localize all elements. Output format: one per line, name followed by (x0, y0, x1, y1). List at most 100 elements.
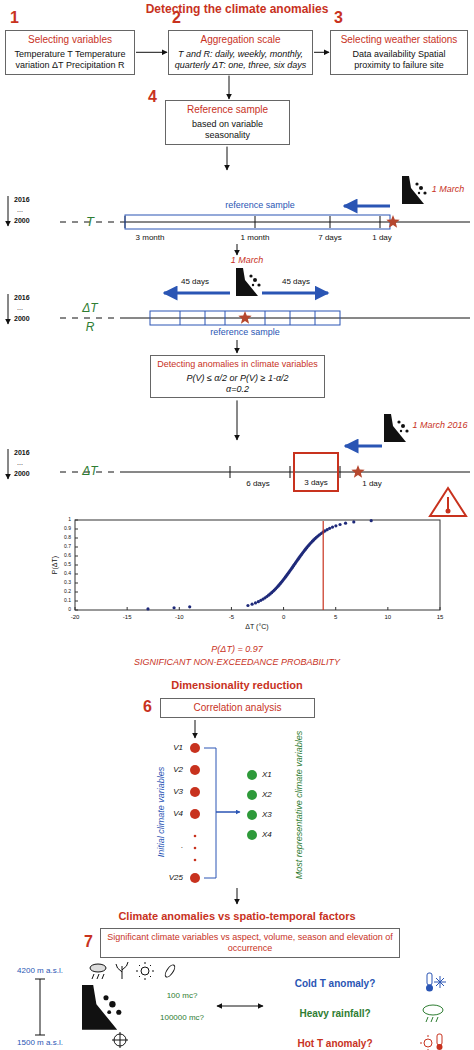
label: SIGNIFICANT NON-EXCEEDANCE PROBABILITY (134, 658, 340, 668)
timeline-t (330, 216, 331, 228)
factor-icons (424, 1039, 432, 1047)
variable-reduction (247, 810, 257, 820)
timeline-dt (8, 449, 9, 479)
label: ... (17, 304, 23, 312)
timeline-dt-r (236, 268, 261, 296)
timeline-t (402, 176, 427, 204)
axis-tick (75, 529, 78, 530)
label: 3 (334, 9, 343, 27)
factor-icons (90, 964, 106, 972)
axis-tick (75, 520, 78, 521)
label: reference sample (225, 201, 295, 211)
label: 1 March (231, 256, 264, 266)
timeline-dt-r (265, 311, 266, 325)
box-body: Data availability Spatial proximity to f… (336, 49, 462, 71)
label: X4 (262, 831, 272, 840)
label: 7 (84, 933, 93, 951)
timeline-dt-r (262, 292, 328, 295)
axis-tick (440, 607, 441, 610)
factor-icons (426, 985, 433, 992)
factor-icons (437, 1044, 443, 1050)
label: P(ΔT) = 0.97 (211, 645, 262, 655)
factor-icons (437, 1034, 442, 1045)
label: 6 days (246, 480, 270, 489)
cdf-chart (447, 497, 449, 509)
timeline-dt-r (164, 292, 230, 295)
label: ΔT (82, 465, 97, 478)
cdf-point (344, 522, 347, 525)
label: R (86, 321, 95, 334)
label: 0.8 (64, 535, 71, 541)
label: 0.5 (64, 562, 71, 568)
box-heading: Reference sample (171, 104, 284, 116)
process-box: Selecting variablesTemperature T Tempera… (5, 30, 135, 75)
label: Heavy rainfall? (299, 1008, 370, 1019)
label: 2 (172, 9, 181, 27)
label: P(ΔT) (51, 556, 59, 574)
variable-reduction (190, 743, 257, 904)
factor-icons (136, 962, 154, 980)
timeline-t (120, 222, 470, 223)
cdf-point (246, 604, 249, 607)
timeline-dt-r (205, 311, 206, 325)
label: 2016 (14, 294, 30, 302)
label: X2 (262, 791, 272, 800)
axis-tick (387, 607, 388, 610)
label: 0.6 (64, 553, 71, 559)
factor-icons (116, 962, 128, 979)
label: V3 (173, 788, 183, 797)
cdf-point (146, 607, 149, 610)
variable-reduction (194, 859, 197, 862)
factor-icons (97, 974, 99, 979)
flow-arrow (136, 52, 167, 53)
box-body: Temperature T Temperature variation ΔT P… (11, 49, 129, 71)
cdf-chart (446, 509, 451, 514)
cdf-point (370, 519, 373, 522)
cdf-point (254, 601, 257, 604)
label: -15 (123, 614, 132, 621)
variable-reduction (247, 790, 257, 800)
flow-arrow (195, 720, 196, 738)
process-box: Reference sample based on variable season… (165, 100, 290, 145)
axis-tick (75, 592, 78, 593)
label: 7 days (318, 234, 342, 243)
label: 0.4 (64, 571, 71, 577)
timeline-t (125, 215, 390, 229)
factor-icons (423, 1005, 443, 1015)
cdf-point (188, 605, 191, 608)
label: ... (17, 459, 23, 467)
timeline-t (380, 216, 381, 228)
flow-arrow (237, 400, 238, 440)
axis-tick (75, 538, 78, 539)
label: 1 day (362, 480, 382, 489)
flow-arrow (229, 76, 230, 99)
variable-reduction (190, 809, 200, 819)
label: Climate anomalies vs spatio-temporal fac… (118, 910, 355, 922)
variable-reduction (194, 847, 197, 850)
timeline-dt (384, 414, 409, 442)
variable-reduction (216, 812, 240, 813)
timeline-dt (340, 466, 341, 478)
box-heading: 3 days (296, 478, 336, 488)
timeline-dt-r (180, 311, 181, 325)
label: 0.2 (64, 589, 71, 595)
flow-arrow (227, 147, 228, 170)
label: 0.1 (64, 598, 71, 604)
box-heading: Aggregation scale (174, 34, 307, 46)
label: V25 (169, 874, 183, 883)
label: 1 month (241, 234, 270, 243)
variable-reduction (190, 743, 200, 753)
timeline-t (255, 216, 256, 228)
variable-reduction (247, 830, 257, 840)
process-box: Correlation analysis (160, 698, 315, 718)
label: 4 (148, 88, 157, 106)
label: X1 (262, 771, 272, 780)
axis-tick (231, 607, 232, 610)
timeline-dt-r (315, 311, 316, 325)
label: 45 days (181, 278, 209, 287)
label: 45 days (282, 278, 310, 287)
factor-icons (102, 974, 104, 979)
box-body: based on variable seasonality (171, 119, 284, 141)
label: ΔT (°C) (245, 623, 268, 631)
cdf-point (334, 524, 337, 527)
